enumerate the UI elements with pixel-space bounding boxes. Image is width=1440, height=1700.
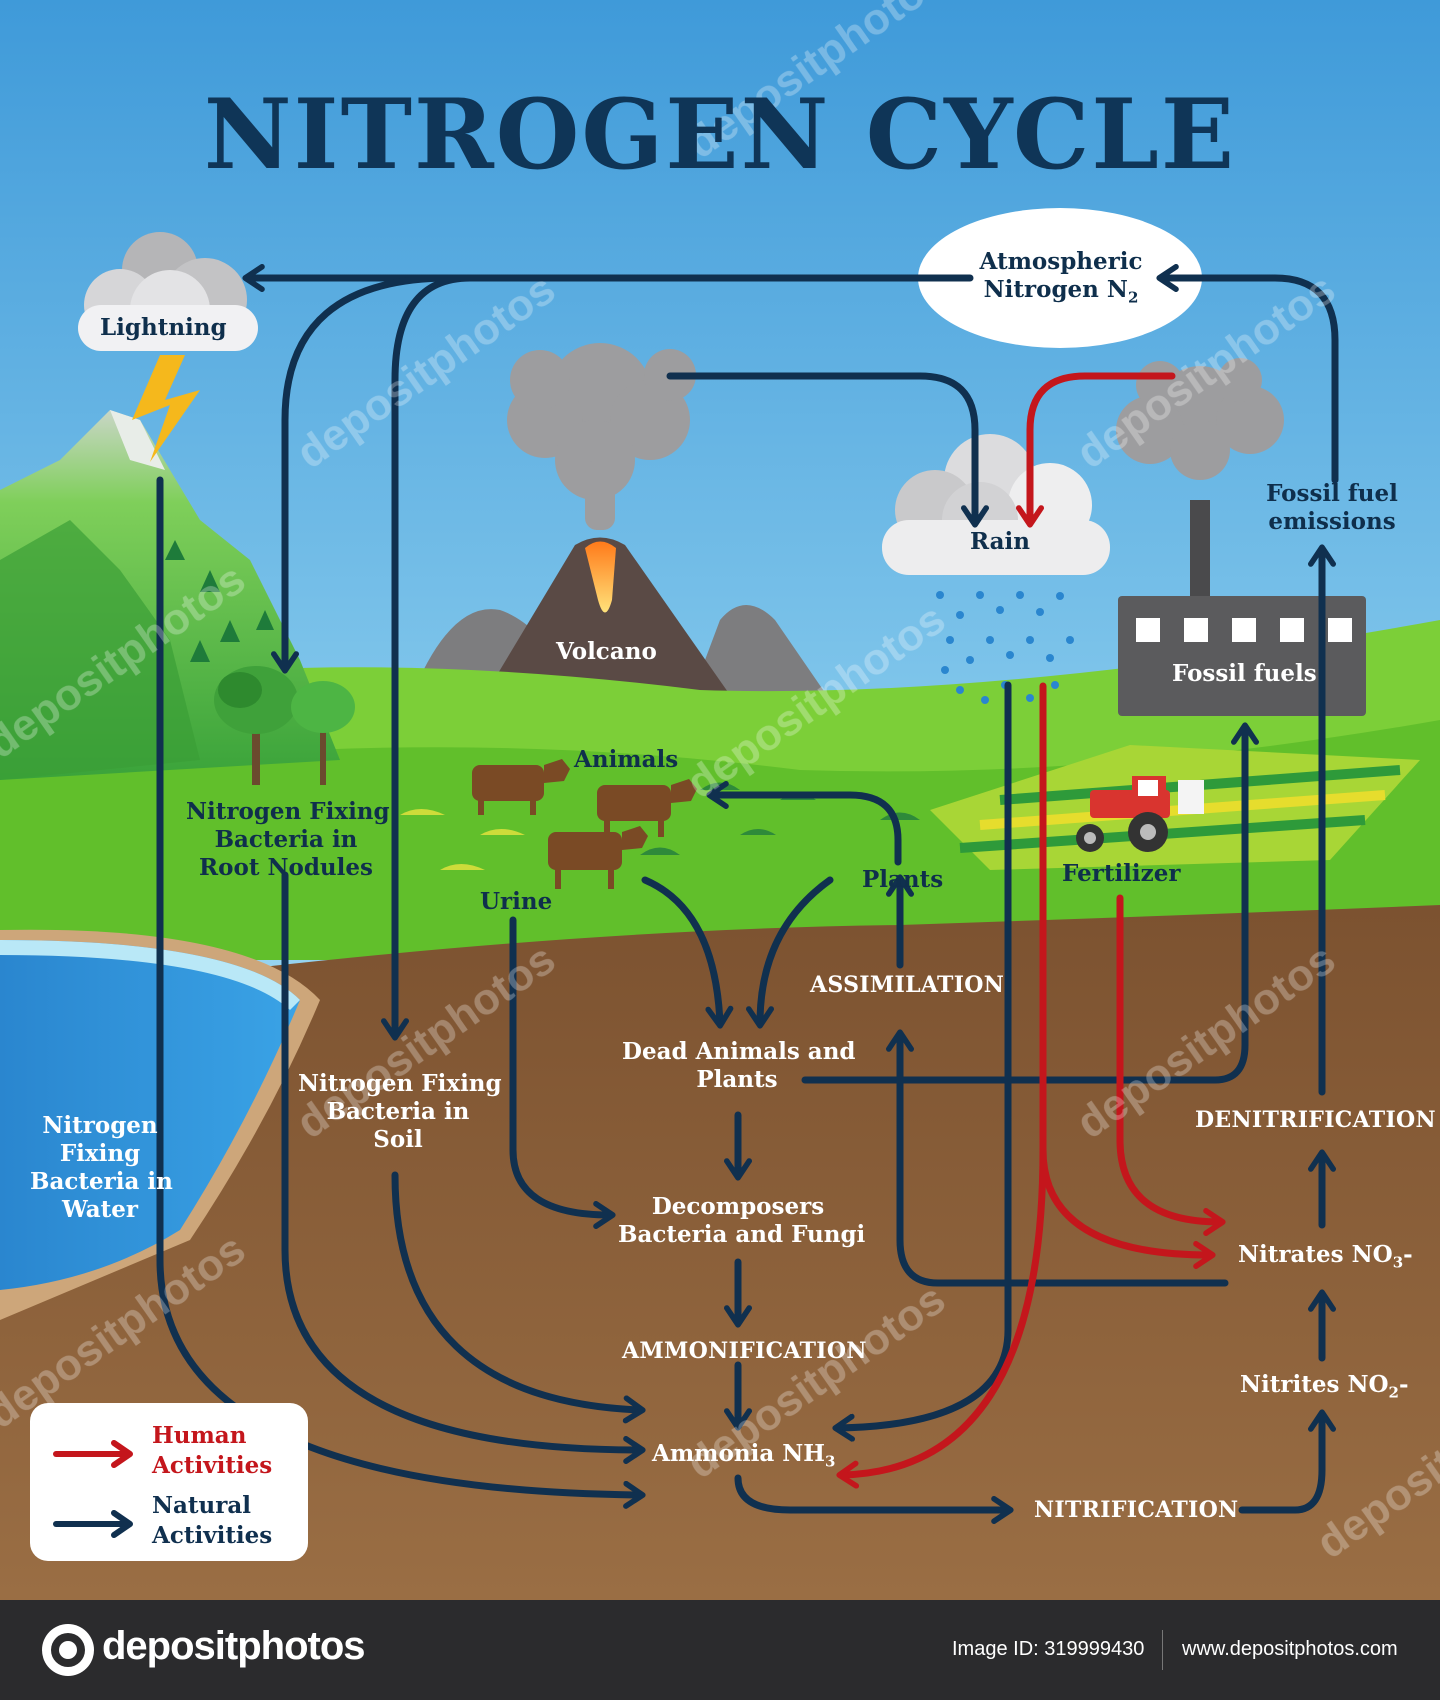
arrow-emissions-to-atmosphere	[1156, 264, 1339, 484]
factory-icon	[1118, 500, 1366, 716]
arrow-urine-to-decomposers	[509, 916, 616, 1229]
fossil-fuel-emissions-label: Fossil fuel emissions	[1266, 480, 1398, 536]
footer-divider	[1162, 1630, 1163, 1670]
nitrification-label: NITRIFICATION	[1034, 1497, 1239, 1523]
root-nodules-label: Nitrogen Fixing Bacteria in Root Nodules	[186, 798, 390, 882]
rain-cloud	[882, 434, 1110, 575]
volcano-label: Volcano	[556, 638, 657, 665]
footer-image-id: Image ID: 319999430	[952, 1638, 1145, 1660]
soil-bacteria-label: Nitrogen Fixing Bacteria in Soil	[298, 1070, 502, 1154]
red-arrow-icon	[53, 1440, 133, 1468]
arrow-rain-red-to-ammonia	[836, 1146, 1047, 1489]
water-bacteria-label: Nitrogen Fixing Bacteria in Water	[30, 1112, 173, 1224]
page-title: NITROGEN CYCLE	[203, 78, 1237, 191]
footer-brand[interactable]: depositphotos	[102, 1624, 366, 1668]
decomposers-label: Decomposers Bacteria and Fungi	[618, 1193, 866, 1249]
smoke-cloud	[507, 343, 696, 530]
tree-icon	[214, 666, 355, 785]
lightning-cloud	[78, 232, 258, 351]
dead-animals-plants-label: Dead Animals and Plants	[622, 1038, 856, 1094]
legend: Human Activities Natural Activities	[30, 1403, 308, 1561]
footer-site-link[interactable]: www.depositphotos.com	[1182, 1638, 1398, 1660]
arrow-rain-to-ammonia	[832, 681, 1012, 1442]
dark-arrow-icon	[53, 1510, 133, 1538]
assimilation-label: ASSIMILATION	[810, 972, 1005, 998]
human-arrows	[836, 372, 1226, 1489]
arrow-dead-to-fossil-fuels	[801, 722, 1259, 1084]
natural-arrows	[156, 264, 1339, 1524]
arrow-atmosphere-to-root-nodules	[271, 274, 454, 674]
urine-label: Urine	[480, 888, 553, 915]
tractor-icon	[1076, 776, 1204, 852]
footer: depositphotos Image ID: 319999430 www.de…	[0, 1600, 1440, 1700]
ammonia-label: Ammonia NH3	[652, 1440, 836, 1471]
arrow-ammonia-to-nitrification	[734, 1474, 1014, 1524]
arrow-volcano-to-rain	[666, 372, 989, 528]
atmospheric-nitrogen-bubble	[918, 208, 1202, 348]
lightning-label: Lightning	[100, 314, 227, 341]
nitrates-label: Nitrates NO3-	[1238, 1241, 1413, 1272]
arrow-emissions-to-rain	[1016, 372, 1176, 528]
lightning-bolt-icon	[132, 355, 200, 462]
arrow-plants-to-animals	[706, 781, 902, 866]
atmospheric-nitrogen-label: Atmospheric Nitrogen N2	[979, 248, 1143, 307]
depositphotos-logo-icon	[42, 1624, 94, 1676]
arrow-root-nodules-to-ammonia	[281, 871, 646, 1464]
legend-natural: Natural Activities	[50, 1491, 300, 1555]
arrow-atmosphere-to-soil-bacteria	[381, 274, 474, 1041]
nitrites-label: Nitrites NO2-	[1240, 1371, 1409, 1402]
cow-icon	[472, 759, 697, 889]
tree-icon	[165, 540, 274, 662]
arrow-plants-to-dead	[746, 876, 834, 1029]
scene-illustration: depositphotos depositphotos depositphoto…	[0, 0, 1440, 1600]
fossil-fuels-label: Fossil fuels	[1172, 660, 1317, 687]
arrow-animals-to-dead	[641, 876, 734, 1029]
ammonification-label: AMMONIFICATION	[622, 1338, 867, 1364]
arrow-fertilizer-to-nitrates	[1116, 894, 1226, 1236]
animals-label: Animals	[574, 746, 679, 773]
volcano-shape	[485, 537, 730, 695]
water	[0, 940, 300, 1290]
legend-human: Human Activities	[50, 1421, 300, 1485]
arrow-nitrates-to-assimilation	[886, 1029, 1229, 1287]
fertilizer-label: Fertilizer	[1062, 860, 1181, 887]
arrow-nitrification-to-nitrites	[1238, 1409, 1336, 1514]
rain-drops	[936, 591, 1074, 704]
volcano-lava	[585, 541, 616, 613]
rain-label: Rain	[970, 528, 1031, 555]
plants-label: Plants	[862, 866, 944, 893]
denitrification-label: DENITRIFICATION	[1195, 1107, 1436, 1133]
arrow-soil-bacteria-to-ammonia	[391, 1171, 646, 1424]
